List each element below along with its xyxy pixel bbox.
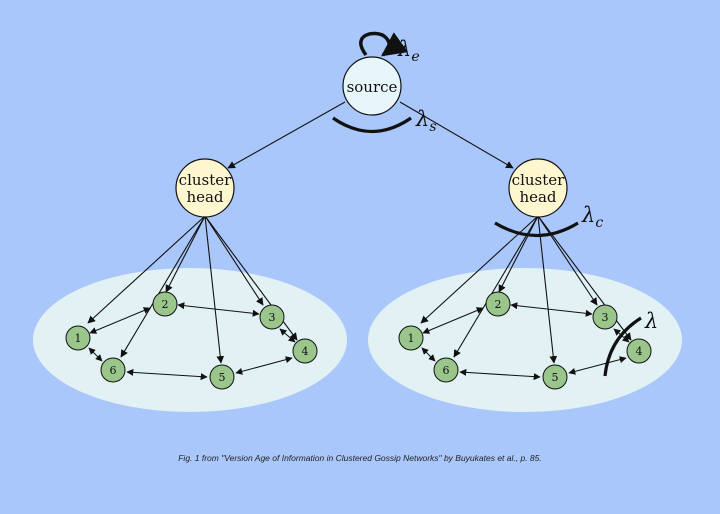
left-node-2: 2 (152, 291, 178, 317)
left-node-1-label: 1 (75, 332, 82, 345)
right-node-3-label: 3 (602, 311, 609, 324)
right-cluster-head-label-line2: head (519, 188, 556, 206)
lambda-c-arc (494, 221, 579, 238)
left-node-5: 5 (209, 364, 235, 390)
right-cluster-nodes: 1 2 3 4 5 6 (398, 291, 652, 390)
left-node-4: 4 (292, 338, 318, 364)
source-label: source (347, 78, 398, 96)
lambda-c-label: λc (581, 203, 603, 231)
right-cluster-gossip-edges (421, 302, 630, 381)
left-node-3-label: 3 (269, 311, 276, 324)
left-node-4-label: 4 (302, 345, 309, 358)
right-cluster-head-node: cluster head (508, 158, 568, 218)
right-node-4-label: 4 (636, 345, 643, 358)
right-node-4: 4 (626, 338, 652, 364)
left-node-2-label: 2 (162, 298, 169, 311)
right-node-6-label: 6 (443, 364, 450, 377)
left-node-5-label: 5 (219, 371, 226, 384)
right-node-2-label: 2 (495, 298, 502, 311)
figure-caption: Fig. 1 from "Version Age of Information … (178, 453, 542, 463)
lambda-s-arc (332, 116, 412, 134)
right-node-6: 6 (433, 357, 459, 383)
right-node-5: 5 (542, 364, 568, 390)
right-node-1: 1 (398, 325, 424, 351)
right-node-2: 2 (485, 291, 511, 317)
left-cluster-head-label-line2: head (186, 188, 223, 206)
source-to-right-head-edge (399, 101, 514, 169)
left-node-6: 6 (100, 357, 126, 383)
source-to-left-head-edge (227, 101, 346, 169)
right-node-1-label: 1 (408, 332, 415, 345)
left-node-6-label: 6 (110, 364, 117, 377)
left-node-1: 1 (65, 325, 91, 351)
right-node-5-label: 5 (552, 371, 559, 384)
lambda-s-label: λs (415, 107, 437, 135)
lambda-e-label: λe (397, 37, 420, 65)
left-cluster-head-node: cluster head (175, 158, 235, 218)
left-cluster-gossip-edges (88, 302, 296, 381)
left-cluster-head-label-line1: cluster (179, 171, 232, 189)
source-node: source (342, 56, 402, 116)
left-cluster-nodes: 1 2 3 4 5 6 (65, 291, 318, 390)
source-self-loop (359, 31, 409, 57)
right-node-3: 3 (592, 304, 618, 330)
left-node-3: 3 (259, 304, 285, 330)
right-cluster-head-label-line1: cluster (512, 171, 565, 189)
lambda-label: λ (644, 309, 658, 333)
